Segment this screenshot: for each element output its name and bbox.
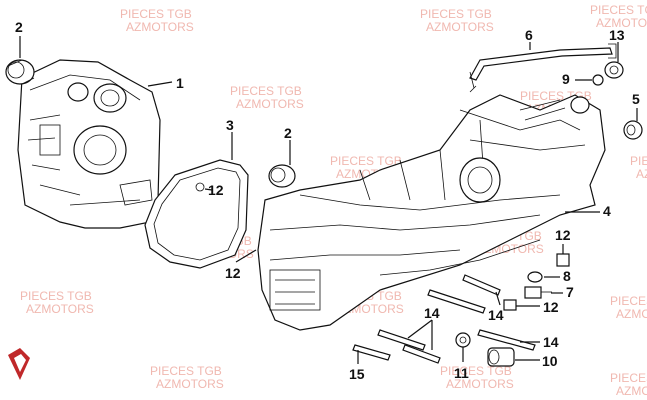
right-crankcase-part <box>257 94 606 331</box>
callout-2-center: 2 <box>284 125 292 141</box>
gasket-part <box>144 159 249 269</box>
watermark-text: PIECES TGB <box>120 7 192 21</box>
watermark-text: PIECES TGB <box>440 364 512 378</box>
pin-part-12b <box>503 299 517 311</box>
watermark-text: PIECES TGB <box>150 364 222 378</box>
callout-14-center: 14 <box>424 305 440 321</box>
callout-2-left: 2 <box>15 19 23 35</box>
brand-logo <box>8 348 30 380</box>
watermark-text: AZMOTORS <box>156 377 224 391</box>
watermark-text: PIECES TGB <box>590 3 647 17</box>
callout-14-upper: 14 <box>488 307 504 323</box>
callout-4: 4 <box>603 203 611 219</box>
callout-5: 5 <box>632 91 640 107</box>
watermark-text: AZMOTORS <box>616 307 647 321</box>
bolt-part-7 <box>524 286 552 299</box>
watermark-text: AZMOTORS <box>636 167 647 181</box>
callout-14-right: 14 <box>543 334 559 350</box>
nut-part-8 <box>527 271 543 283</box>
left-crankcase-part <box>17 59 161 229</box>
callout-6: 6 <box>525 27 533 43</box>
callout-12-gasket: 12 <box>208 182 224 198</box>
callout-12-right-mid: 12 <box>543 299 559 315</box>
bushing-part-a <box>5 59 35 85</box>
watermark-text: AZMOTORS <box>236 97 304 111</box>
washer-part-11 <box>455 332 471 348</box>
bolts-group <box>352 274 536 364</box>
callout-labels: 1 2 2 3 4 5 6 7 8 9 10 11 12 12 12 12 13… <box>15 19 640 382</box>
watermark-text: AZMOTORS <box>126 20 194 34</box>
watermark-text: PIECES TGB <box>230 84 302 98</box>
callout-7: 7 <box>566 284 574 300</box>
watermark-text: PIECES TGB <box>330 154 402 168</box>
bushing-part-b <box>268 164 296 188</box>
callout-15: 15 <box>349 366 365 382</box>
watermark-text: AZMOTORS <box>596 16 647 30</box>
watermark-text: PIECES TGB <box>610 294 647 308</box>
callout-11: 11 <box>454 365 469 381</box>
callout-10: 10 <box>542 353 558 369</box>
clamp-part <box>604 61 624 79</box>
watermark-text: PIECES TGB <box>610 371 647 385</box>
callout-1: 1 <box>176 75 184 91</box>
callout-13: 13 <box>609 27 625 43</box>
oil-strainer-part-10 <box>487 347 515 367</box>
watermark-text: PIECES TGB <box>20 289 92 303</box>
nut-part-9 <box>592 74 604 86</box>
callout-12-left: 12 <box>225 265 241 281</box>
callout-9: 9 <box>562 71 570 87</box>
watermark-text: AZMOTORS <box>616 384 647 398</box>
vent-tube-part <box>469 43 617 93</box>
bushing-part-5 <box>623 120 643 140</box>
watermark-text: AZMOTORS <box>26 302 94 316</box>
callout-3: 3 <box>226 117 234 133</box>
pin-part-12 <box>556 253 570 267</box>
callout-12-right-top: 12 <box>555 227 571 243</box>
watermark-text: PIECES TGB <box>420 7 492 21</box>
callout-8: 8 <box>563 268 571 284</box>
watermark-text: PIECES TGB <box>630 154 647 168</box>
leader-lines <box>19 36 638 364</box>
watermark-text: AZMOTORS <box>446 377 514 391</box>
watermark-text: AZMOTORS <box>426 20 494 34</box>
